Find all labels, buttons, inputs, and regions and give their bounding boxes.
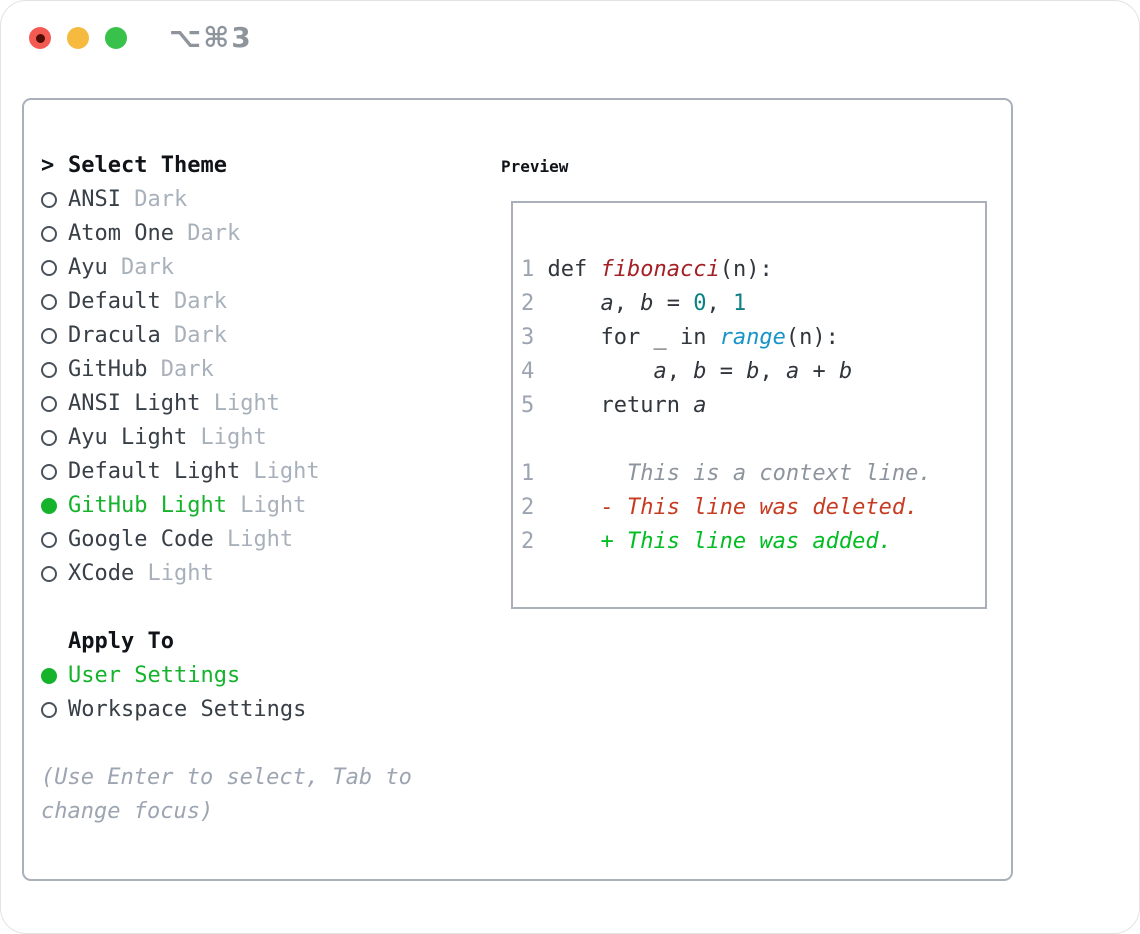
theme-option-github[interactable]: GitHub Dark <box>41 353 441 387</box>
radio-unselected-icon <box>41 226 68 242</box>
preview-line: 2 - This line was deleted. <box>521 495 919 520</box>
apply-option-workspace-settings[interactable]: Workspace Settings <box>41 693 441 727</box>
theme-option-ansi[interactable]: ANSI Dark <box>41 183 441 217</box>
apply-to-title: Apply To <box>68 629 174 654</box>
select-theme-title: Select Theme <box>68 153 227 178</box>
preview-title: Preview <box>501 156 569 176</box>
spacer <box>41 591 441 625</box>
theme-option-label: XCode Light <box>68 561 214 586</box>
preview-line: 3 for _ in range(n): <box>521 325 839 350</box>
theme-option-label: Atom One Dark <box>68 221 241 246</box>
preview-line: 2 a, b = 0, 1 <box>521 291 747 316</box>
radio-unselected-icon <box>41 362 68 378</box>
preview-line <box>521 423 985 457</box>
theme-option-label: Ayu Light Light <box>68 425 267 450</box>
theme-option-label: Dracula Dark <box>68 323 227 348</box>
theme-option-ansi-light[interactable]: ANSI Light Light <box>41 387 441 421</box>
theme-option-ayu-light[interactable]: Ayu Light Light <box>41 421 441 455</box>
theme-option-github-light[interactable]: GitHub Light Light <box>41 489 441 523</box>
keyboard-hint: (Use Enter to select, Tab to change focu… <box>41 765 412 824</box>
radio-unselected-icon <box>41 328 68 344</box>
cursor-prompt-icon: > <box>41 153 55 178</box>
theme-option-label: GitHub Dark <box>68 357 214 382</box>
radio-unselected-icon <box>41 192 68 208</box>
theme-option-atom-one[interactable]: Atom One Dark <box>41 217 441 251</box>
theme-option-label: Default Dark <box>68 289 227 314</box>
theme-option-dracula[interactable]: Dracula Dark <box>41 319 441 353</box>
radio-unselected-icon <box>41 260 68 276</box>
preview-line: 1 def fibonacci(n): <box>521 257 773 282</box>
theme-option-label: Ayu Dark <box>68 255 174 280</box>
close-dot-icon <box>36 34 45 43</box>
theme-option-default-light[interactable]: Default Light Light <box>41 455 441 489</box>
radio-selected-icon <box>41 668 68 684</box>
radio-unselected-icon <box>41 532 68 548</box>
select-theme-header: > Select Theme <box>41 149 441 183</box>
preview-header: Preview <box>501 149 568 183</box>
apply-option-user-settings[interactable]: User Settings <box>41 659 441 693</box>
zoom-button[interactable] <box>105 27 127 49</box>
theme-option-xcode[interactable]: XCode Light <box>41 557 441 591</box>
preview-line: 4 a, b = b, a + b <box>521 359 853 384</box>
radio-selected-icon <box>41 498 68 514</box>
theme-option-label: Google Code Light <box>68 527 294 552</box>
apply-to-header: Apply To <box>41 625 441 659</box>
theme-option-label: ANSI Light Light <box>68 391 280 416</box>
apply-option-label: Workspace Settings <box>68 697 307 722</box>
close-button[interactable] <box>29 27 51 49</box>
title-bar: ⌥⌘3 <box>1 1 1139 98</box>
radio-unselected-icon <box>41 294 68 310</box>
preview-line: 5 return a <box>521 393 707 418</box>
theme-option-google-code[interactable]: Google Code Light <box>41 523 441 557</box>
theme-option-label: ANSI Dark <box>68 187 188 212</box>
theme-option-default[interactable]: Default Dark <box>41 285 441 319</box>
radio-unselected-icon <box>41 566 68 582</box>
theme-option-ayu[interactable]: Ayu Dark <box>41 251 441 285</box>
radio-unselected-icon <box>41 702 68 718</box>
preview-line: 1 This is a context line. <box>521 461 932 486</box>
preview-line: 2 + This line was added. <box>521 529 892 554</box>
window-title: ⌥⌘3 <box>169 21 253 54</box>
radio-unselected-icon <box>41 430 68 446</box>
minimize-button[interactable] <box>67 27 89 49</box>
apply-option-label: User Settings <box>68 663 241 688</box>
radio-unselected-icon <box>41 396 68 412</box>
theme-option-label: Default Light Light <box>68 459 320 484</box>
spacer <box>41 727 441 761</box>
theme-option-label: GitHub Light Light <box>68 493 307 518</box>
radio-unselected-icon <box>41 464 68 480</box>
preview-box: 1 def fibonacci(n): 2 a, b = 0, 1 3 for _ … <box>511 201 987 609</box>
